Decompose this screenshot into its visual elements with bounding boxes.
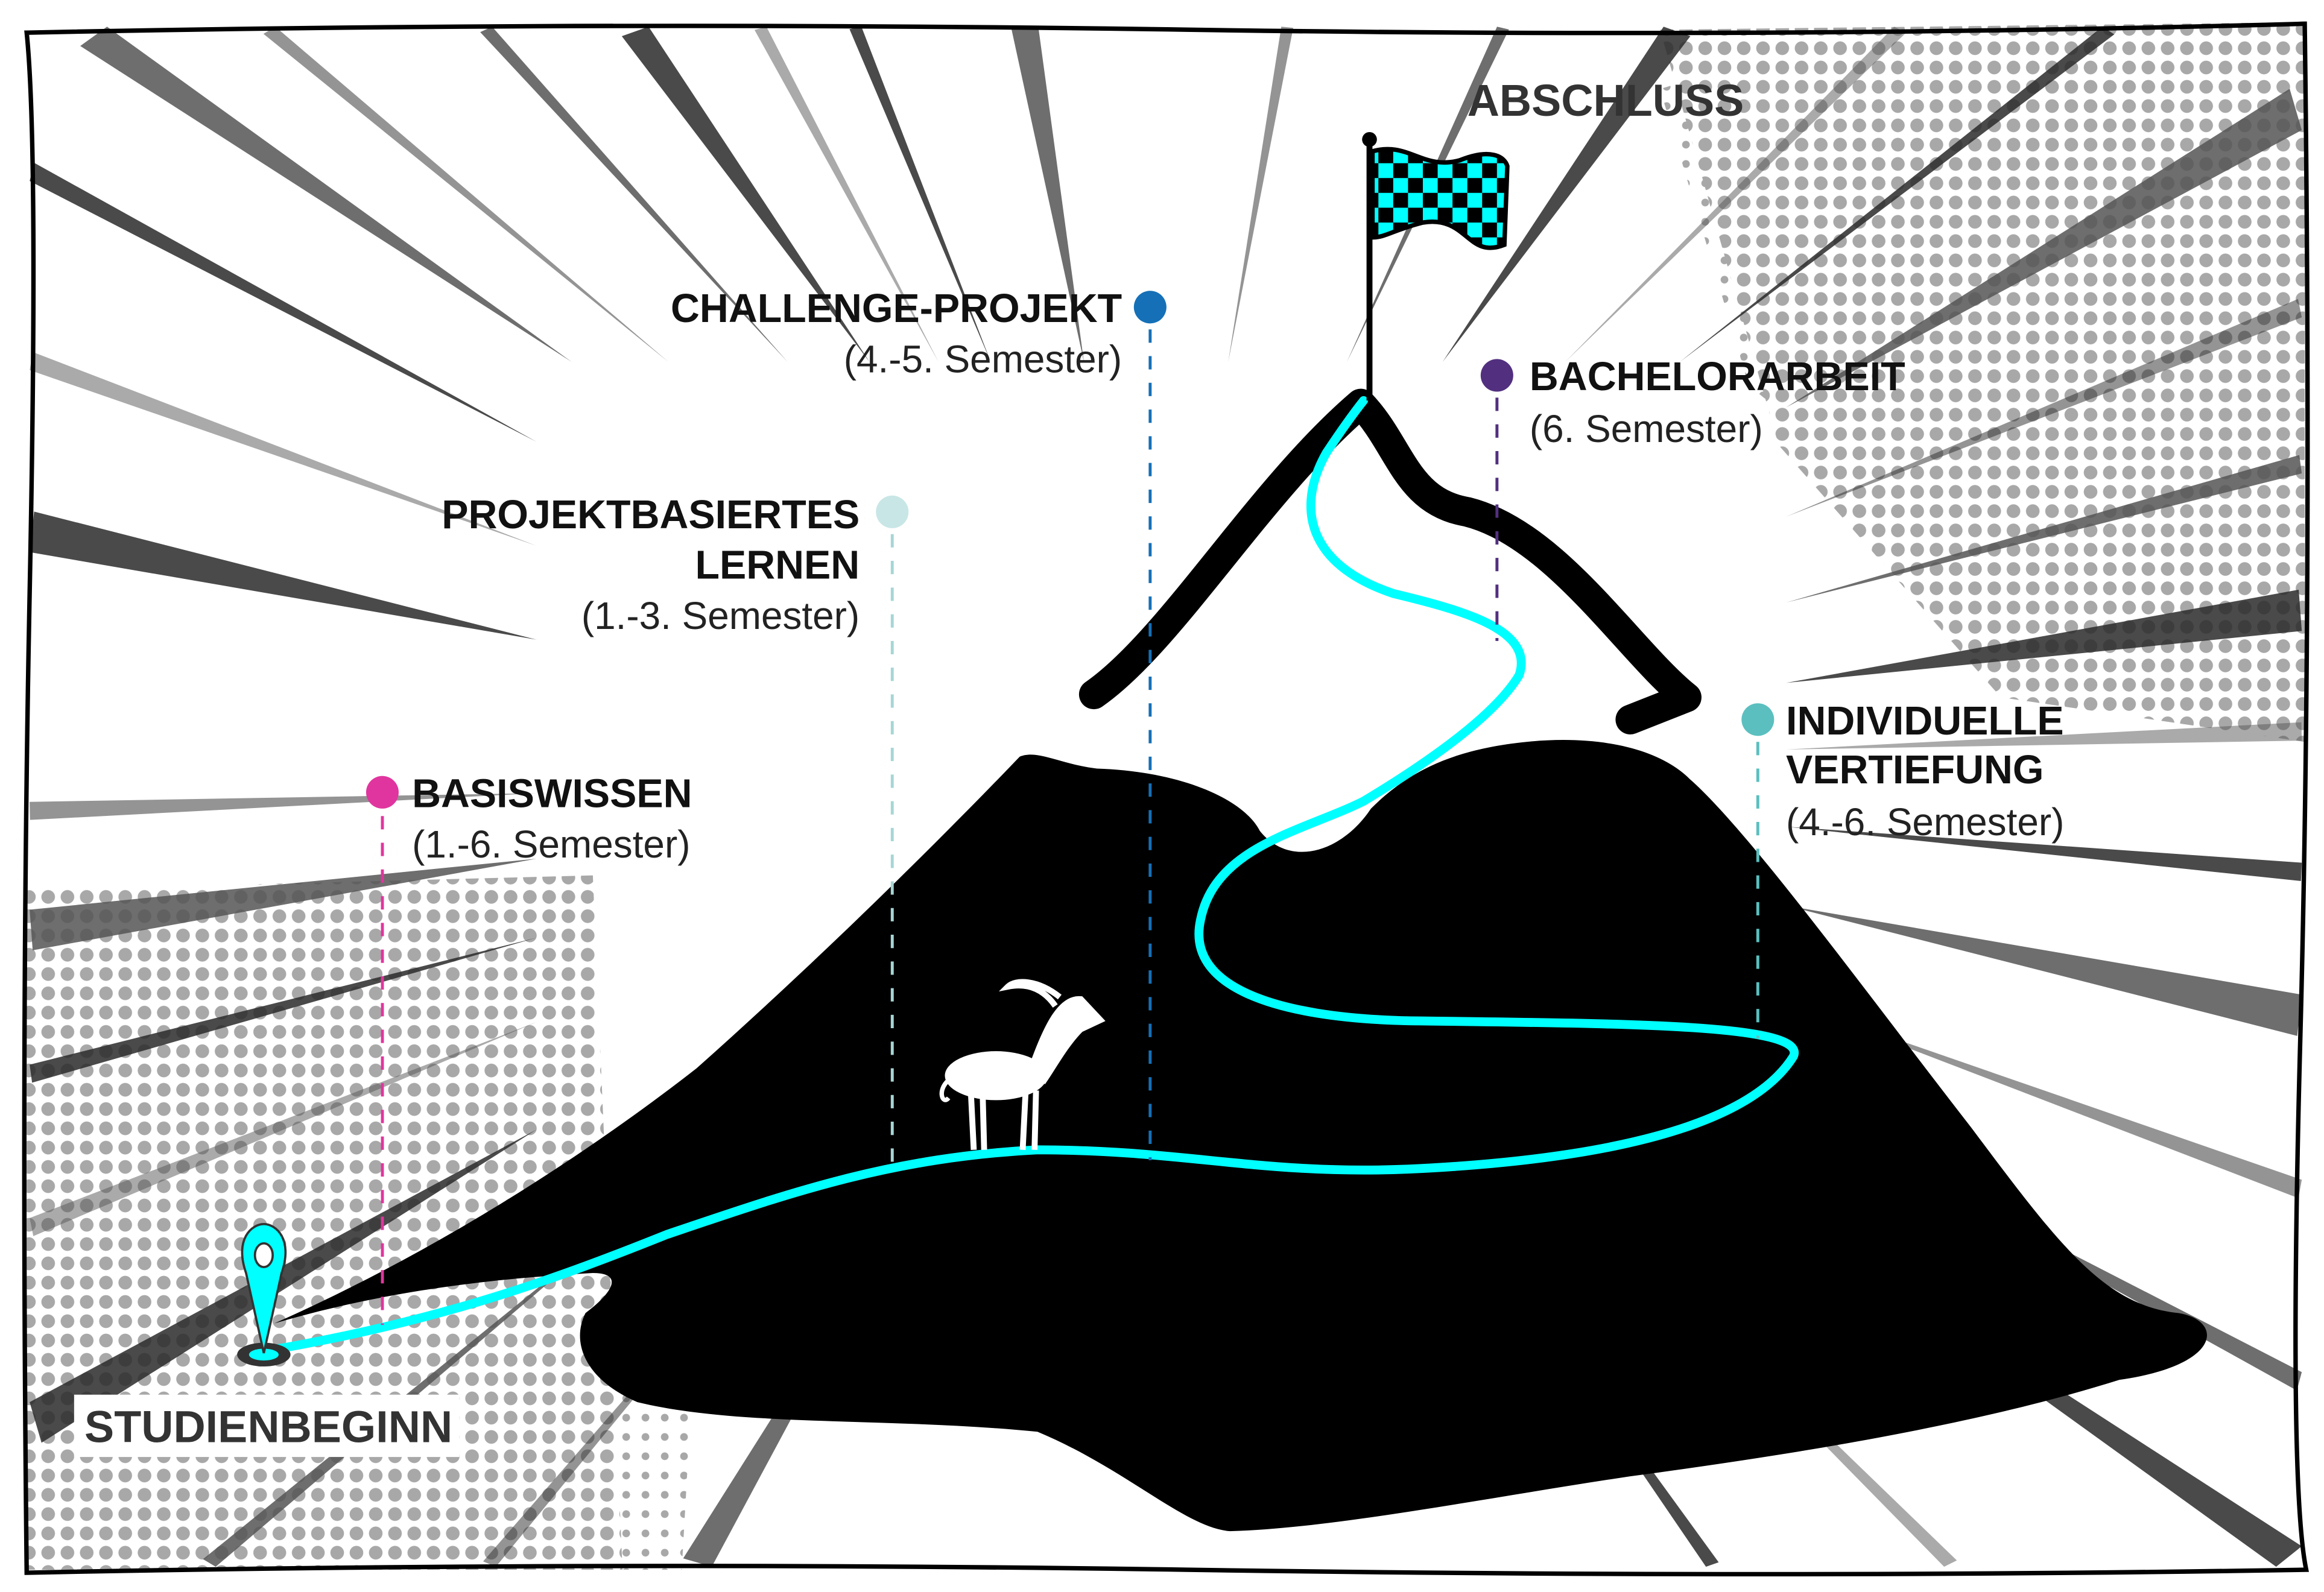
location-pin-icon: [237, 1222, 291, 1367]
milestone-challenge: CHALLENGE-PROJEKT (4.-5. Semester): [671, 286, 1167, 1161]
speed-line: [203, 1208, 636, 1567]
speed-line: [30, 793, 537, 820]
speed-line: [849, 27, 991, 362]
milestone-title: BACHELORARBEIT: [1530, 355, 1905, 399]
speed-line: [30, 858, 537, 950]
finish-flag-icon: [1362, 131, 1510, 401]
speed-line: [1786, 89, 2302, 408]
speed-line: [30, 163, 537, 442]
mountain-summit: [1078, 388, 1702, 734]
speed-line: [263, 27, 669, 362]
speed-line: [30, 1022, 537, 1236]
speed-line: [1442, 27, 1691, 362]
speed-line: [30, 352, 537, 546]
frame-border: [22, 21, 2310, 1577]
milestone-subtitle: (4.-6. Semester): [1786, 800, 2064, 844]
speed-line: [1786, 1001, 2302, 1198]
milestone-title: PROJEKTBASIERTES: [442, 493, 860, 537]
milestone-subtitle: (1.-3. Semester): [581, 594, 860, 637]
milestone-subtitle: (1.-6. Semester): [412, 823, 690, 866]
milestone-title: BASISWISSEN: [412, 771, 692, 816]
milestone-dot: [1480, 359, 1513, 392]
milestone-bachelor: BACHELORARBEIT (6. Semester): [1480, 355, 1905, 641]
speed-line: [1786, 826, 2302, 882]
speed-line: [30, 511, 537, 640]
speed-line: [30, 1129, 537, 1443]
milestone-projekt: PROJEKTBASIERTES LERNEN (1.-3. Semester): [442, 493, 909, 1165]
speed-line: [754, 27, 939, 362]
milestone-subtitle: (6. Semester): [1530, 407, 1763, 450]
milestone-title: INDIVIDUELLE: [1786, 699, 2064, 744]
speed-line: [1786, 589, 2302, 683]
milestone-title: CHALLENGE-PROJEKT: [671, 286, 1122, 331]
milestone-vertiefung: INDIVIDUELLE VERTIEFUNG (4.-6. Semester): [1741, 699, 2064, 1039]
start-label-box: [74, 1394, 460, 1458]
start-label: STUDIENBEGINN: [84, 1401, 452, 1451]
speed-line: [1680, 27, 2115, 362]
speed-line: [1565, 27, 1907, 362]
study-route: [265, 396, 1799, 1355]
speed-line: [1786, 298, 2302, 517]
speed-line: [480, 27, 788, 362]
goal-label: ABSCHLUSS: [1468, 75, 1744, 125]
milestone-dot: [366, 775, 399, 809]
speed-line: [1786, 722, 2302, 750]
milestone-title: LERNEN: [695, 543, 860, 588]
milestone-dot: [876, 495, 909, 528]
goat-icon: [939, 979, 1106, 1151]
milestone-subtitle: (4.-5. Semester): [844, 338, 1122, 381]
milestone-title: VERTIEFUNG: [1786, 748, 2044, 792]
speed-line: [30, 937, 537, 1083]
milestone-dot: [1133, 291, 1167, 324]
speed-line: [621, 27, 870, 362]
speed-line: [1228, 27, 1294, 362]
milestone-dot: [1741, 703, 1775, 736]
speed-line: [1011, 27, 1084, 362]
speed-line: [80, 27, 572, 362]
mountain: [274, 740, 2207, 1532]
speed-line: [1786, 905, 2302, 1036]
milestone-basis: BASISWISSEN (1.-6. Semester): [366, 771, 692, 1325]
speed-line: [1786, 455, 2302, 603]
